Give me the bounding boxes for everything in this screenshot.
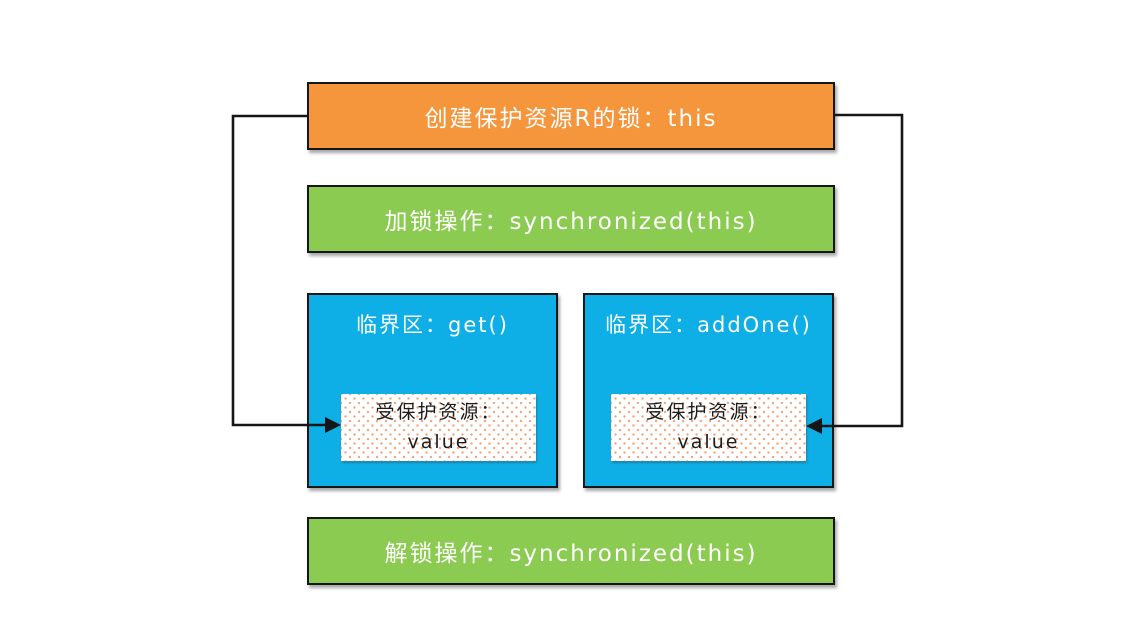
node-critical-section-addone-title: 临界区：addOne() (605, 313, 812, 337)
node-unlock-operation: 解锁操作：synchronized(this) (307, 517, 835, 585)
node-lock-operation-label: 加锁操作：synchronized(this) (384, 209, 758, 235)
node-critical-section-get-title: 临界区：get() (356, 313, 509, 337)
node-create-lock-label: 创建保护资源R的锁：this (424, 106, 718, 132)
protected-resource-left-label: 受保护资源： (375, 401, 502, 424)
node-lock-operation: 加锁操作：synchronized(this) (307, 185, 835, 253)
node-critical-section-get: 临界区：get() 受保护资源： value (307, 293, 558, 488)
node-critical-section-addone: 临界区：addOne() 受保护资源： value (583, 293, 834, 488)
protected-resource-right-label: 受保护资源： (645, 401, 772, 424)
protected-resource-left-value: value (407, 430, 470, 453)
protected-resource-right-value: value (677, 430, 740, 453)
node-unlock-operation-label: 解锁操作：synchronized(this) (384, 541, 758, 567)
node-protected-resource-left: 受保护资源： value (341, 394, 536, 461)
node-create-lock: 创建保护资源R的锁：this (307, 82, 835, 150)
node-protected-resource-right: 受保护资源： value (611, 394, 806, 461)
